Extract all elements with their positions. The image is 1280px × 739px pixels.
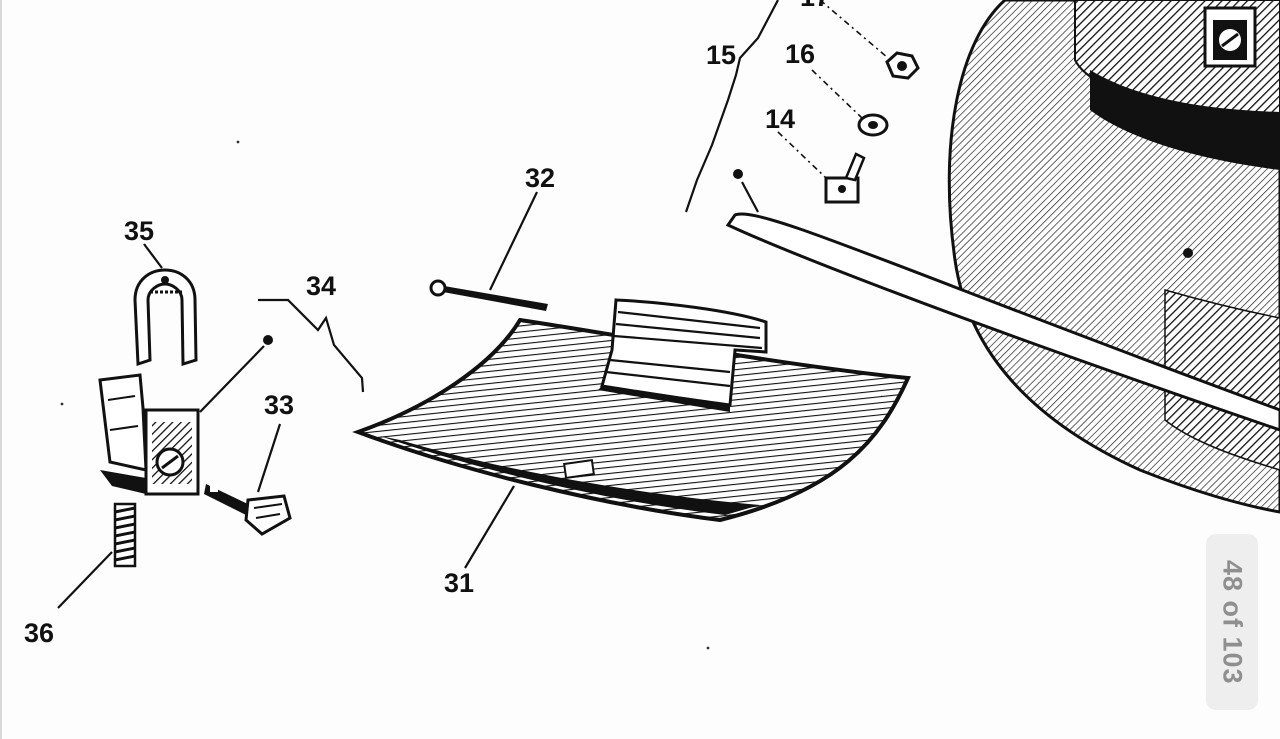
- page-indicator-badge: 48 of 103: [1206, 534, 1258, 710]
- spring-36-icon: [113, 502, 137, 568]
- callout-31: 31: [444, 568, 474, 598]
- wire-15: [684, 0, 779, 213]
- callout-16: 16: [785, 39, 815, 69]
- callout-36: 36: [24, 618, 54, 648]
- washer-16-icon: [857, 113, 889, 137]
- pin-32-icon: [429, 279, 548, 311]
- callout-33: 33: [264, 390, 294, 420]
- callout-15: 15: [706, 40, 736, 70]
- page-edge: [0, 0, 2, 739]
- callout-35: 35: [124, 216, 154, 246]
- callout-17: 17: [800, 0, 830, 12]
- bracket-14-icon: [824, 152, 866, 204]
- body-latch-icon: [1203, 6, 1257, 68]
- page-indicator-text: 48 of 103: [1217, 559, 1248, 685]
- lock-body-icon: [98, 373, 200, 496]
- nut-17-icon: [885, 51, 920, 80]
- callout-14: 14: [765, 104, 795, 134]
- car-rear-body: [947, 0, 1280, 514]
- leader-pin-15: [741, 181, 759, 213]
- callout-34: 34: [306, 271, 336, 301]
- body-hole: [1183, 248, 1193, 258]
- pin-15: [733, 169, 743, 179]
- hinge-rod: [725, 212, 1280, 432]
- clip-35-icon: [133, 268, 198, 367]
- key-33-icon: [204, 484, 292, 536]
- flap-31-icon: [352, 298, 911, 523]
- spring-wire-34: [258, 298, 365, 393]
- callout-32: 32: [525, 163, 555, 193]
